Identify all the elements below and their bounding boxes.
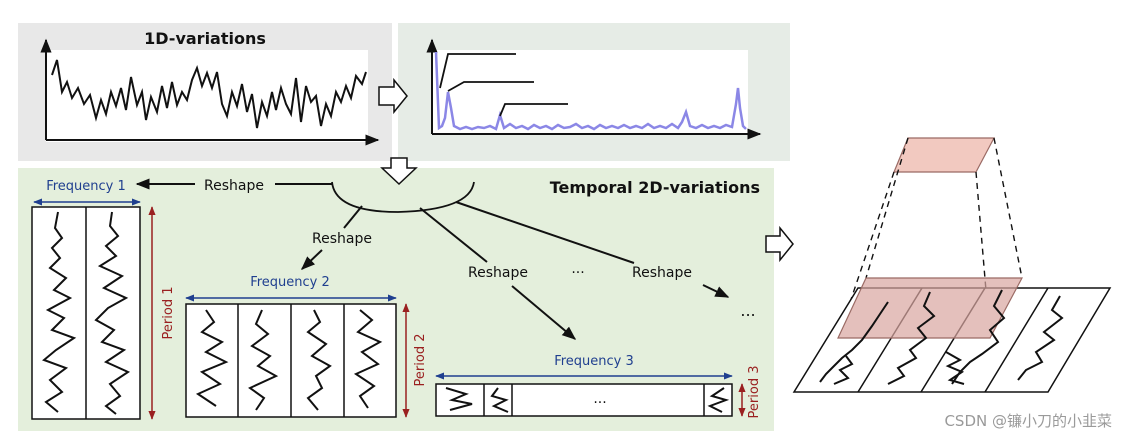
period-2-column-4 [353, 309, 383, 409]
reshape-label-2: Reshape [312, 231, 372, 247]
tensor-wave-1 [819, 301, 889, 383]
projection-line-2 [865, 137, 909, 279]
period-3-column-3 [707, 387, 730, 413]
reshape-arrow-2 [300, 249, 323, 270]
tensor-wave-3b [945, 351, 965, 385]
reshape-label-4: Reshape [632, 265, 692, 281]
reshape-label-1: Reshape [204, 178, 264, 194]
plot-1d-area [46, 50, 368, 142]
reshape-arrow-4 [702, 284, 730, 298]
arrow-to-spectrum [378, 77, 408, 115]
arrow-down-reshape [380, 157, 418, 186]
tensor-divider-3 [984, 287, 1049, 393]
frequency-1-label: Frequency 1 [46, 179, 126, 194]
period-3-column-1 [445, 387, 473, 411]
reshape-line-3 [419, 207, 488, 263]
leader-line-3 [499, 103, 568, 117]
split-arc [331, 181, 475, 213]
period-2-column-1 [195, 309, 229, 407]
period-3-label: Period 3 [747, 366, 762, 419]
leader-line-2 [447, 81, 534, 92]
title-1d: 1D-variations [144, 29, 266, 48]
period-3-column-2 [490, 387, 509, 413]
arrow-to-3d [765, 225, 794, 263]
kernel-top-plane [893, 137, 995, 173]
projection-line-4 [993, 137, 1023, 279]
period-3-block [435, 383, 733, 417]
tensor-wave-2 [887, 291, 936, 385]
frequency-2-label: Frequency 2 [250, 275, 330, 290]
title-2d: Temporal 2D-variations [550, 178, 760, 197]
period-2-column-2 [248, 309, 279, 411]
reshape-label-3: Reshape [468, 265, 528, 281]
tensor-wave-3 [951, 289, 1006, 385]
tensor-wave-1b [833, 355, 854, 385]
ellipsis-middle: ··· [571, 265, 584, 281]
frequency-3-label: Frequency 3 [554, 354, 634, 369]
leader-line-1 [439, 53, 516, 89]
period-3-ellipsis: ... [593, 391, 606, 407]
kernel-window [837, 277, 1023, 339]
period-2-column-3 [306, 309, 332, 411]
reshape-line-4 [455, 201, 635, 264]
period-1-column-1 [42, 211, 77, 413]
ellipsis-right: ... [740, 301, 755, 320]
reshape-line-2 [343, 205, 363, 229]
period-1-column-2 [94, 211, 131, 415]
time-series-1d [51, 59, 367, 129]
watermark: CSDN @镰小刀的小韭菜 [944, 412, 1112, 430]
tensor-wave-4 [1017, 295, 1064, 381]
reshape-arrow-3 [511, 285, 577, 340]
projection-line-3 [975, 171, 991, 339]
plot-spectrum-area [432, 50, 748, 134]
period-2-label: Period 2 [413, 334, 428, 387]
period-1-label: Period 1 [161, 287, 176, 340]
spectrum-line [434, 51, 747, 131]
